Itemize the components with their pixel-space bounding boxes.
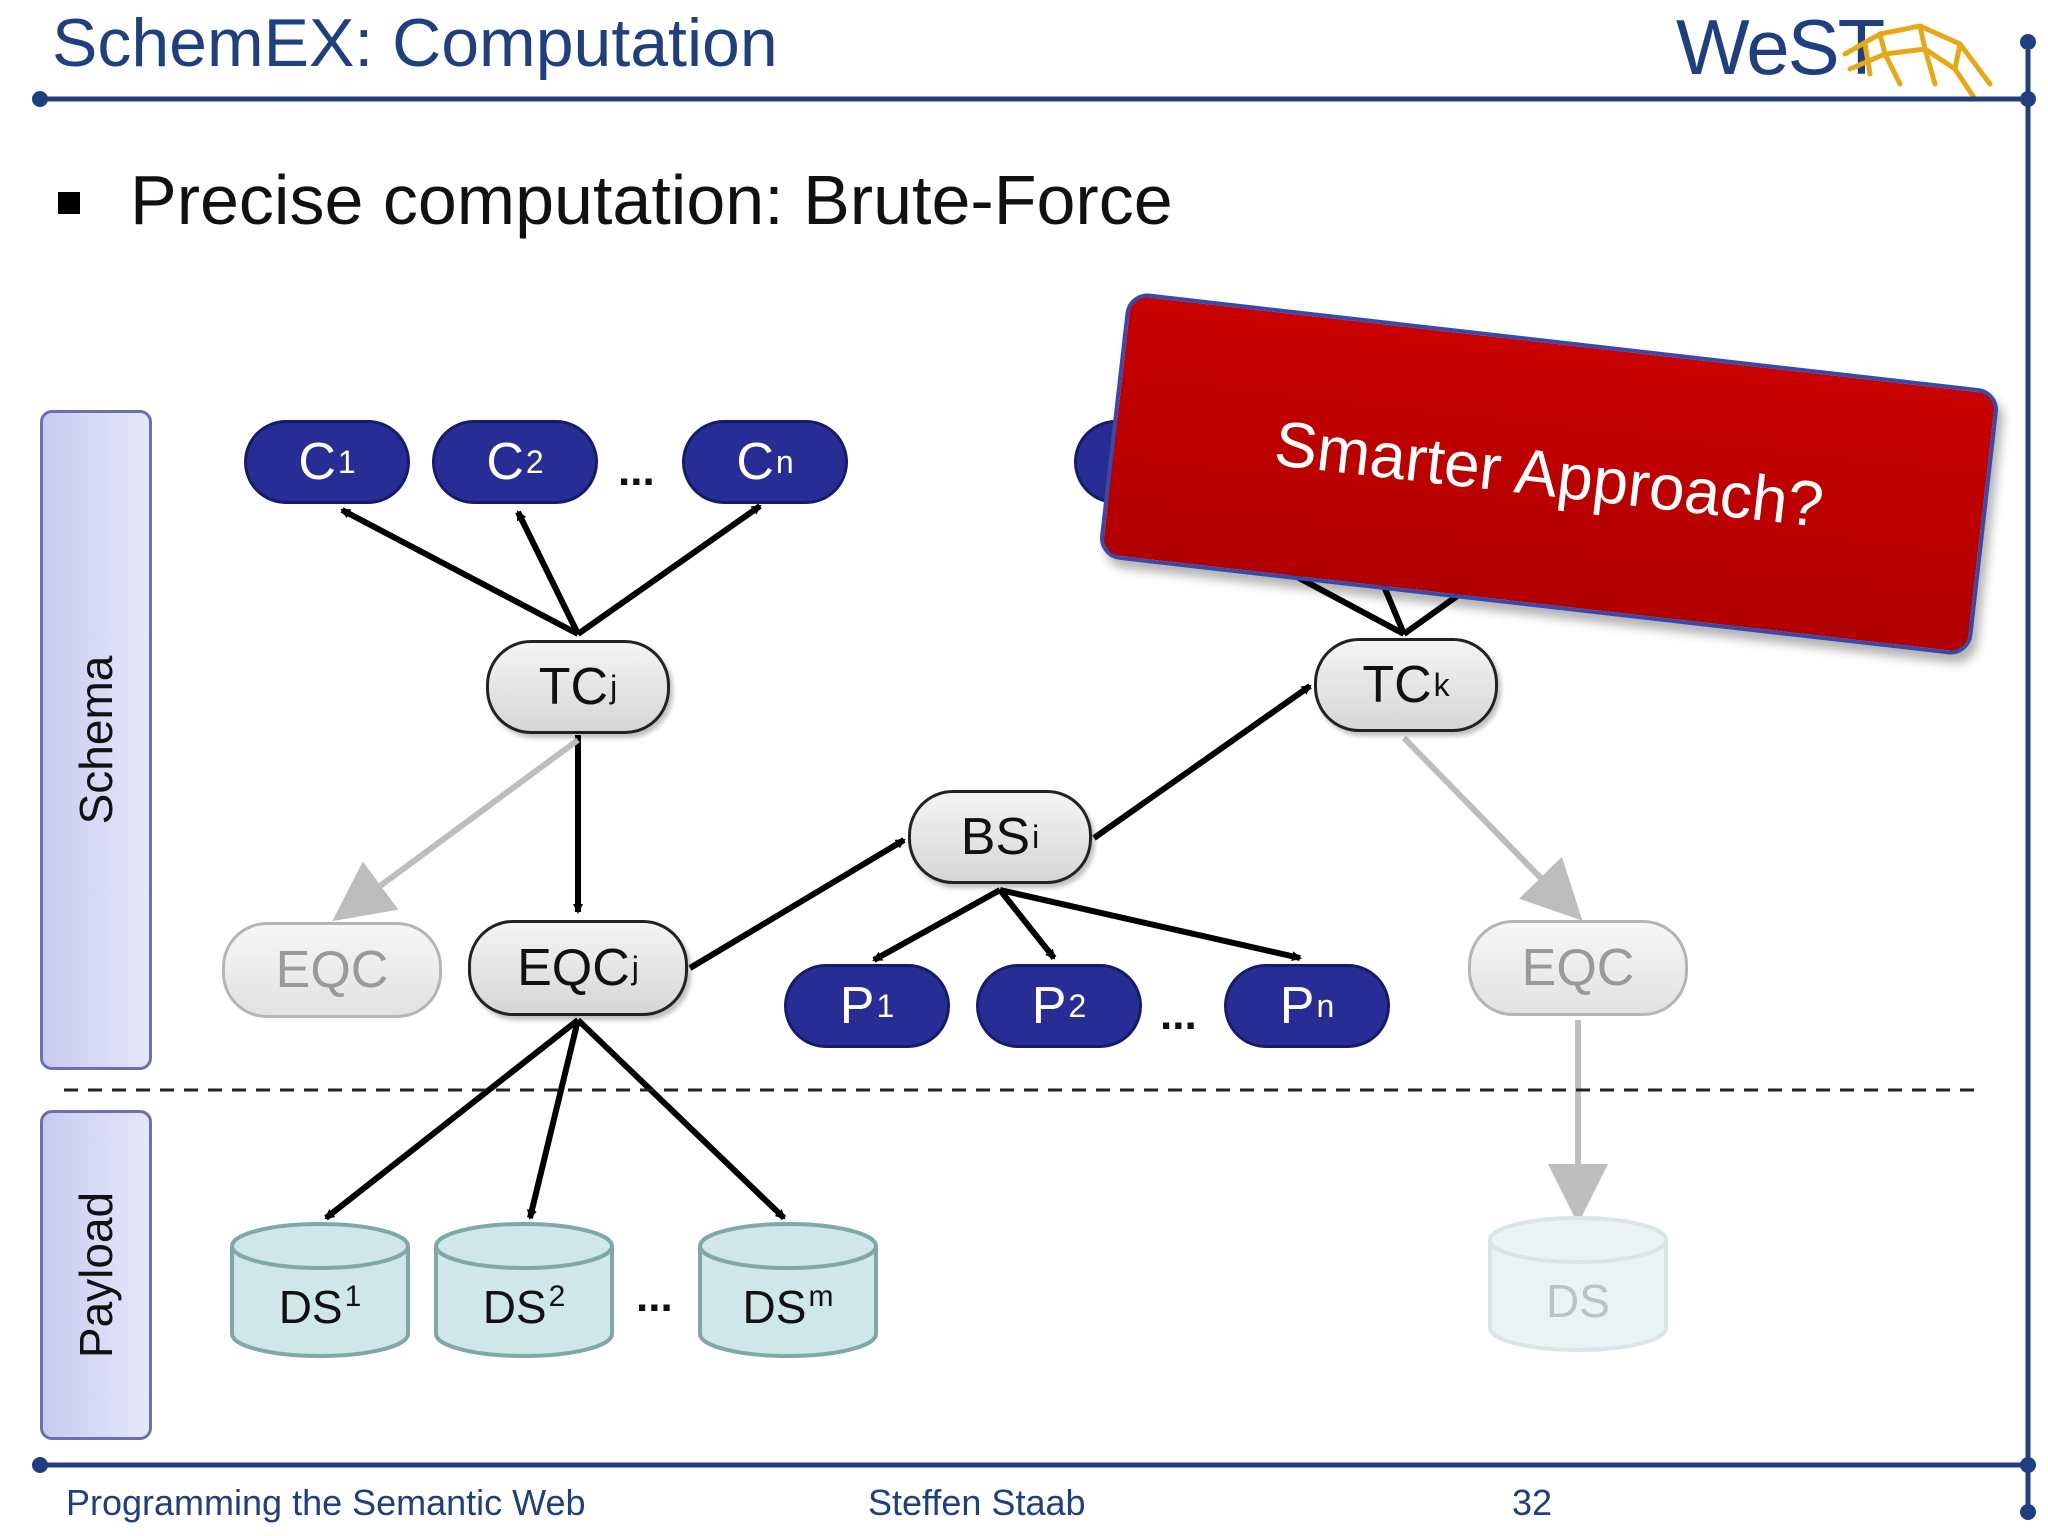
footer-page-number: 32 (1512, 1482, 1553, 1523)
db-ds-right (1488, 1216, 1668, 1352)
payload-tab: Payload (40, 1110, 152, 1440)
edge-tcj-cn (576, 503, 762, 637)
node-eqc-right: EQC (1468, 920, 1688, 1016)
ellipsis-datasources: ... (636, 1272, 673, 1321)
logo-net-icon (1842, 23, 1993, 102)
edge-tcj-c1 (340, 507, 580, 637)
west-logo: WeST (1676, 3, 1885, 91)
node-eqc-left: EQC (222, 922, 442, 1018)
edge-tcj-c2 (515, 510, 581, 636)
edge-tck-eqc-right (1401, 735, 1583, 921)
schema-tab: Schema (40, 410, 152, 1070)
callout-text: Smarter Approach? (1270, 407, 1828, 541)
edge-bsi-pn (999, 887, 1302, 962)
bullet-text: Precise computation: Brute-Force (130, 161, 1173, 239)
edge-eqcj-dsm (575, 1017, 787, 1221)
footer-author: Steffen Staab (868, 1482, 1086, 1523)
bullet-marker (58, 192, 80, 214)
edge-eqcj-bsi (688, 837, 906, 971)
slide-title: SchemEX: Computation (52, 5, 778, 81)
edge-bsi-p1 (872, 887, 1002, 963)
edge-eqcj-ds2 (527, 1019, 581, 1220)
edge-bsi-tck (1092, 683, 1312, 841)
db-ds1 (230, 1222, 410, 1358)
ellipsis-properties: ... (1160, 990, 1197, 1039)
db-ds2 (434, 1222, 614, 1358)
edge-eqcj-ds1 (324, 1017, 580, 1221)
ellipsis-classes: ... (618, 446, 655, 495)
edge-tcj-eqc-left (332, 737, 580, 922)
edge-bsi-p2 (997, 888, 1057, 960)
footer-course: Programming the Semantic Web (66, 1482, 586, 1523)
db-dsm (698, 1222, 878, 1358)
label-ds-right: DS (1546, 1275, 1610, 1327)
